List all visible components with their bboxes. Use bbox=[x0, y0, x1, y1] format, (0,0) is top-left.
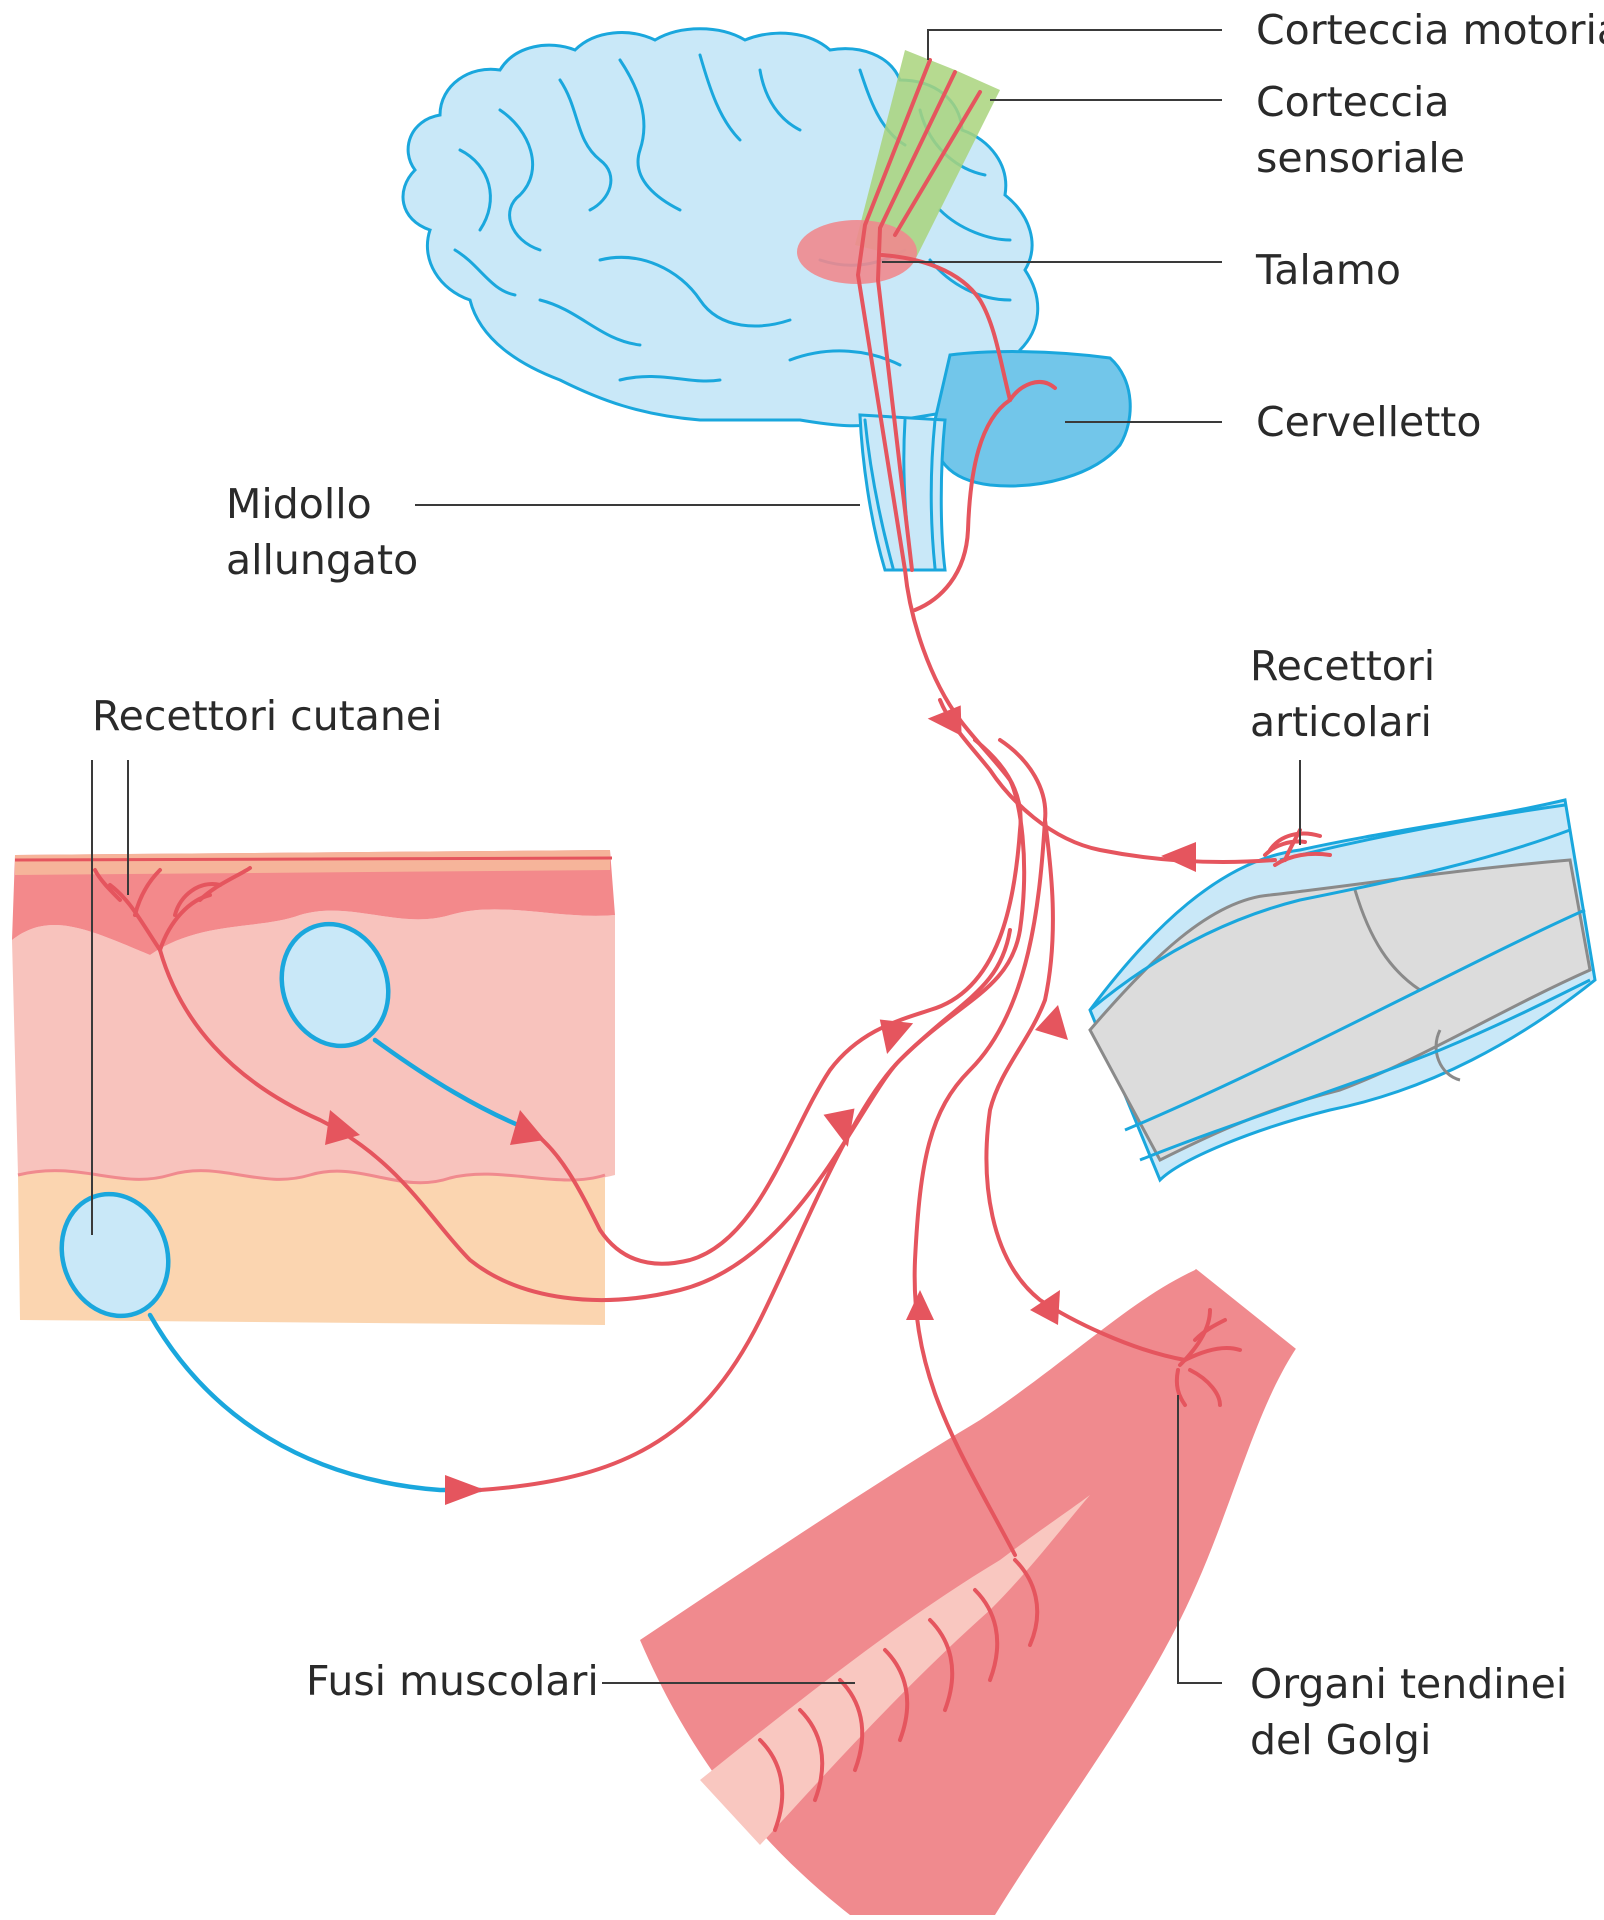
joint-receptor-ending bbox=[1263, 828, 1332, 867]
skin-top-layer bbox=[12, 850, 615, 955]
skin-section bbox=[12, 850, 615, 1325]
label-thalamus: Talamo bbox=[1255, 246, 1401, 294]
arrow-skin-2 bbox=[510, 1110, 545, 1145]
pathway-skin-pacinian-upper bbox=[372, 1037, 533, 1133]
brain bbox=[401, 27, 1132, 612]
label-golgi-line1: Organi tendinei bbox=[1250, 1660, 1567, 1708]
thalamus bbox=[797, 220, 917, 284]
arrow-muscle bbox=[906, 1290, 934, 1320]
arrow-upper-golgi bbox=[1035, 1005, 1068, 1040]
label-muscle-spindles: Fusi muscolari bbox=[306, 1657, 599, 1705]
afferent-pathways bbox=[147, 568, 1277, 1557]
arrow-ascending bbox=[927, 705, 962, 736]
muscle-section bbox=[640, 1268, 1296, 1915]
pacinian-corpuscle-lower bbox=[59, 1191, 171, 1319]
arrow-skin-1 bbox=[325, 1110, 360, 1145]
joint-section bbox=[1088, 798, 1597, 1183]
labels: Corteccia motoria Corteccia sensoriale T… bbox=[92, 6, 1604, 1764]
spindle-annulospiral-endings bbox=[758, 1558, 1040, 1832]
arrow-skin-3 bbox=[879, 1019, 914, 1055]
pathway-golgi-tendon bbox=[984, 818, 1187, 1362]
label-joint-receptors-line2: articolari bbox=[1250, 698, 1432, 746]
pathway-muscle-spindle bbox=[912, 738, 1048, 1557]
cerebrum bbox=[401, 27, 1040, 428]
pathway-ascending bbox=[903, 568, 962, 722]
free-nerve-endings bbox=[93, 866, 252, 952]
pathway-skin-pacinian-lower bbox=[147, 1312, 483, 1493]
label-skin-receptors: Recettori cutanei bbox=[92, 692, 442, 740]
label-golgi-line2: del Golgi bbox=[1250, 1716, 1431, 1764]
label-medulla-line2: allungato bbox=[226, 536, 418, 584]
label-medulla-line1: Midollo bbox=[226, 480, 372, 528]
arrow-skin-blue-lower bbox=[445, 1475, 485, 1505]
pacinian-corpuscle-upper bbox=[279, 921, 391, 1049]
label-sensory-cortex-line2: sensoriale bbox=[1256, 134, 1465, 182]
skin-middle-layer bbox=[12, 909, 615, 1183]
label-joint-receptors-line1: Recettori bbox=[1250, 642, 1435, 690]
cerebellum bbox=[932, 350, 1132, 488]
label-cerebellum: Cervelletto bbox=[1256, 398, 1481, 446]
arrow-skin-4 bbox=[823, 1108, 855, 1147]
label-sensory-cortex-line1: Corteccia bbox=[1256, 78, 1449, 126]
pathway-skin-free-ending bbox=[158, 718, 1027, 1302]
leader-lines bbox=[91, 29, 1301, 1684]
label-motor-cortex: Corteccia motoria bbox=[1256, 6, 1604, 54]
pathway-joint-receptor bbox=[938, 698, 1277, 864]
muscle-spindle bbox=[700, 1495, 1090, 1845]
arrow-joint bbox=[1161, 842, 1196, 872]
arrow-golgi bbox=[1030, 1290, 1060, 1325]
